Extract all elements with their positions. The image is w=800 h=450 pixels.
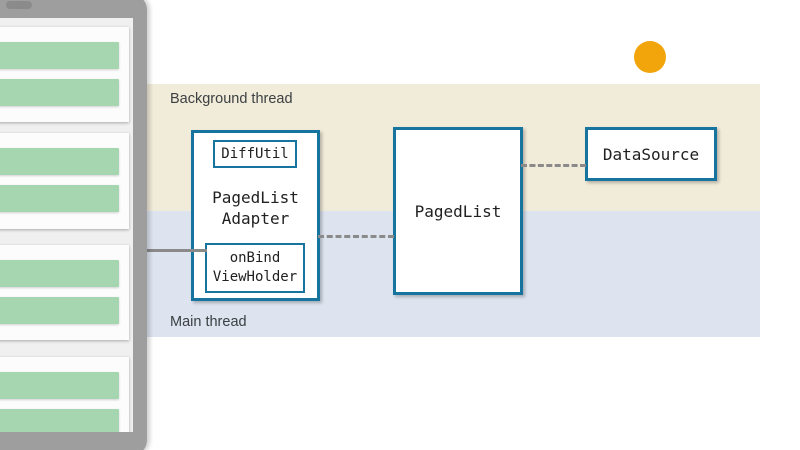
list-item-placeholder <box>0 260 119 287</box>
list-item-placeholder <box>0 42 119 69</box>
diff-util-box: DiffUtil <box>213 140 297 168</box>
accent-dot <box>634 41 666 73</box>
paged-list-label: PagedList <box>414 201 502 221</box>
data-source-box: DataSource <box>585 127 717 181</box>
main-thread-label: Main thread <box>170 314 247 330</box>
list-card <box>0 357 129 432</box>
pagedlist-to-datasource-connector <box>521 164 586 167</box>
phone-mockup <box>0 0 147 450</box>
list-item-placeholder <box>0 297 119 324</box>
list-item-placeholder <box>0 185 119 212</box>
phone-speaker-icon <box>6 1 32 9</box>
on-bind-view-holder-box: onBind ViewHolder <box>205 243 305 293</box>
phone-screen <box>0 18 133 432</box>
list-card <box>0 27 129 122</box>
list-item-placeholder <box>0 148 119 175</box>
data-source-label: DataSource <box>602 144 700 164</box>
list-item-placeholder <box>0 372 119 399</box>
list-card <box>0 245 129 340</box>
background-thread-label: Background thread <box>170 91 293 107</box>
paged-list-box: PagedList <box>393 127 523 295</box>
diff-util-label: DiffUtil <box>221 146 289 162</box>
paged-list-adapter-label-line1: PagedList <box>212 188 299 207</box>
on-bind-label-line1: onBind <box>229 250 281 266</box>
list-card <box>0 133 129 229</box>
adapter-to-pagedlist-connector <box>318 235 394 238</box>
paged-list-adapter-label-line2: Adapter <box>221 209 290 228</box>
paged-list-adapter-box: DiffUtil PagedList Adapter onBind ViewHo… <box>191 130 320 301</box>
list-item-placeholder <box>0 79 119 106</box>
on-bind-label-line2: ViewHolder <box>212 269 298 285</box>
paged-list-adapter-label: PagedList Adapter <box>194 187 317 229</box>
phone-to-onbind-connector <box>138 249 207 252</box>
list-item-placeholder <box>0 409 119 432</box>
